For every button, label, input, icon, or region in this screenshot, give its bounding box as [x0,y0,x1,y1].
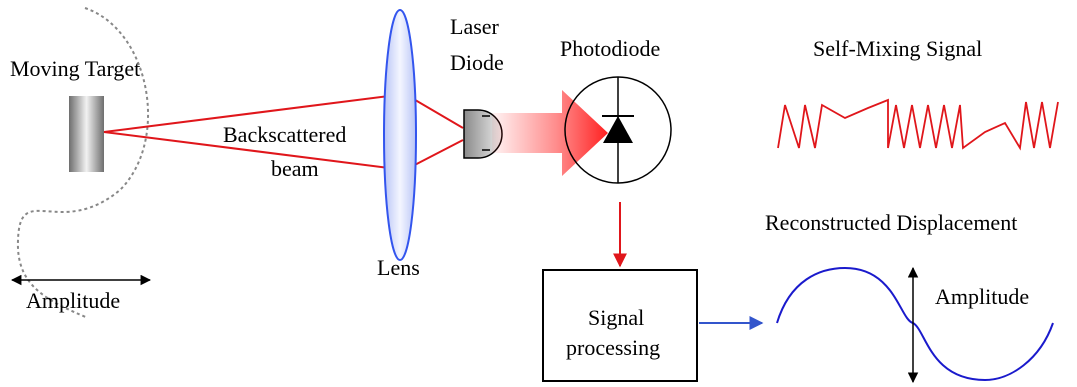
amplitude-left-label: Amplitude [26,288,120,313]
moving-target-block [69,96,104,172]
moving-target-label: Moving Target [10,56,140,81]
self-mixing-signal-title: Self-Mixing Signal [813,36,982,61]
self-mixing-signal-waveform [777,98,1059,151]
beam-label: beam [271,156,319,181]
reconstructed-displacement-title: Reconstructed Displacement [765,210,1017,235]
amplitude-right-label: Amplitude [935,284,1029,309]
diode-label: Diode [450,50,504,75]
photodiode [564,76,672,184]
signal-processing-box [542,269,698,382]
signal-label: Signal [588,305,644,330]
laser-emission-arrow [492,90,608,176]
processing-label: processing [566,335,660,360]
backscattered-label: Backscattered [223,122,346,147]
lens [383,9,417,261]
laser-label: Laser [450,14,500,39]
photodiode-label: Photodiode [560,36,660,61]
lens-label: Lens [377,255,420,280]
